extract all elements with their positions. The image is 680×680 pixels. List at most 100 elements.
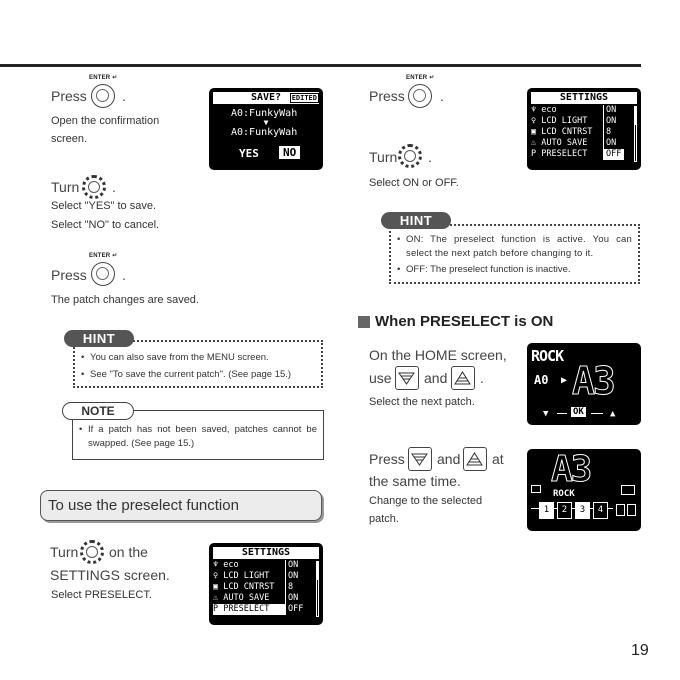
section-heading: When PRESELECT is ON <box>375 313 554 330</box>
ok-badge: OK <box>571 407 586 417</box>
bank-name: ROCK <box>553 489 575 499</box>
home-screen: ROCK A0 ▶ A3 ▼ OK ▲ <box>527 343 641 425</box>
turn-label: Turn <box>369 149 398 165</box>
period: . <box>480 370 484 386</box>
settings-screen-label: SETTINGS screen. <box>50 567 170 583</box>
dial-icon <box>80 540 104 564</box>
hint-label: HINT <box>64 330 134 347</box>
dial-icon <box>398 144 422 168</box>
up-arrow-icon: ▲ <box>610 409 616 419</box>
enter-label: ENTER ↵ <box>89 75 118 81</box>
square-bullet-icon <box>358 316 370 328</box>
hint-item: ON: The preselect function is active. Yo… <box>397 233 632 261</box>
press-label: Press <box>51 267 87 283</box>
settings-title: SETTINGS <box>213 547 319 559</box>
enter-knob-icon <box>91 84 115 108</box>
period: . <box>112 179 116 195</box>
step2-desc-yes: Select "YES" to save. <box>51 200 157 212</box>
turn-label: Turn <box>50 544 79 560</box>
down-pedal-icon <box>408 447 432 471</box>
step2-desc: Select ON or OFF. <box>369 177 459 189</box>
section-title: To use the preselect function <box>48 497 239 514</box>
bank-icon <box>531 485 541 493</box>
home-desc: Select the next patch. <box>369 396 475 408</box>
period: . <box>122 267 126 283</box>
same-time-label: the same time. <box>369 473 461 489</box>
enter-label: ENTER ↵ <box>89 253 118 259</box>
scrollbar <box>316 561 319 617</box>
save-confirm-screen: SAVE? EDITED A0:FunkyWah ▼ A0:FunkyWah Y… <box>209 88 323 170</box>
turn-suffix: on the <box>109 544 148 560</box>
turn-label: Turn <box>51 179 80 195</box>
down-arrow-icon: ▼ <box>543 409 549 419</box>
step2-desc-no: Select "NO" to cancel. <box>51 219 160 231</box>
down-pedal-icon <box>395 366 419 390</box>
step3-desc: The patch changes are saved. <box>51 294 199 306</box>
use-label: use <box>369 370 392 386</box>
hint-label: HINT <box>381 212 451 229</box>
slot-2: 2 <box>557 502 572 519</box>
save-title: SAVE? EDITED <box>213 92 319 104</box>
next-patch: A3 <box>572 359 617 403</box>
up-pedal-icon <box>451 366 475 390</box>
step4-desc: Select PRESELECT. <box>51 589 152 601</box>
note-box: If a patch has not been saved, patches c… <box>72 410 324 460</box>
page-number: 19 <box>631 642 649 659</box>
period: . <box>440 88 444 104</box>
note-label: NOTE <box>62 402 134 420</box>
enter-knob-icon <box>408 84 432 108</box>
current-patch: A0 <box>534 373 549 387</box>
yes-option[interactable]: YES <box>239 147 259 160</box>
home-line1: On the HOME screen, <box>369 347 507 363</box>
save-dest-patch: A0:FunkyWah <box>231 127 298 138</box>
save-source-patch: A0:FunkyWah <box>231 108 298 119</box>
arrow-right-icon: ▶ <box>561 375 568 386</box>
and-label: and <box>437 451 461 467</box>
patch-icon <box>621 485 635 495</box>
store-icon <box>616 504 625 516</box>
period: . <box>428 149 432 165</box>
hint-box: You can also save from the MENU screen. … <box>73 340 323 388</box>
no-option[interactable]: NO <box>279 146 301 159</box>
press-label: Press <box>51 88 87 104</box>
section-title-box: To use the preselect function <box>40 490 322 521</box>
dial-icon <box>82 175 106 199</box>
bank-name: ROCK <box>531 347 564 365</box>
trash-icon <box>627 504 636 516</box>
and-label: and <box>424 370 448 386</box>
up-pedal-icon <box>463 447 487 471</box>
press-label: Press <box>369 451 405 467</box>
hint-item: You can also save from the MENU screen. <box>81 351 315 365</box>
hint-item: OFF: The preselect function is inactive. <box>397 263 632 277</box>
note-top-rule <box>73 410 323 411</box>
arrow-down-icon: ▼ <box>263 118 269 127</box>
patch-number: A3 <box>550 449 592 490</box>
preselect-value-selected[interactable]: OFF <box>603 149 625 160</box>
patch-screen: A3 ROCK 1 2 3 4 <box>527 449 641 531</box>
hint-item: See "To save the current patch". (See pa… <box>81 368 315 382</box>
enter-knob-icon <box>91 262 115 286</box>
header-rule <box>0 64 641 67</box>
hint-box: ON: The preselect function is active. Yo… <box>389 224 640 284</box>
at-label: at <box>492 451 504 467</box>
press-label: Press <box>369 88 405 104</box>
slot-3: 3 <box>575 502 590 519</box>
slot-1: 1 <box>539 502 554 519</box>
bottom-bar: ▼ OK ▲ <box>531 406 637 421</box>
period: . <box>122 88 126 104</box>
slot-4: 4 <box>593 502 608 519</box>
scrollbar <box>634 106 637 162</box>
